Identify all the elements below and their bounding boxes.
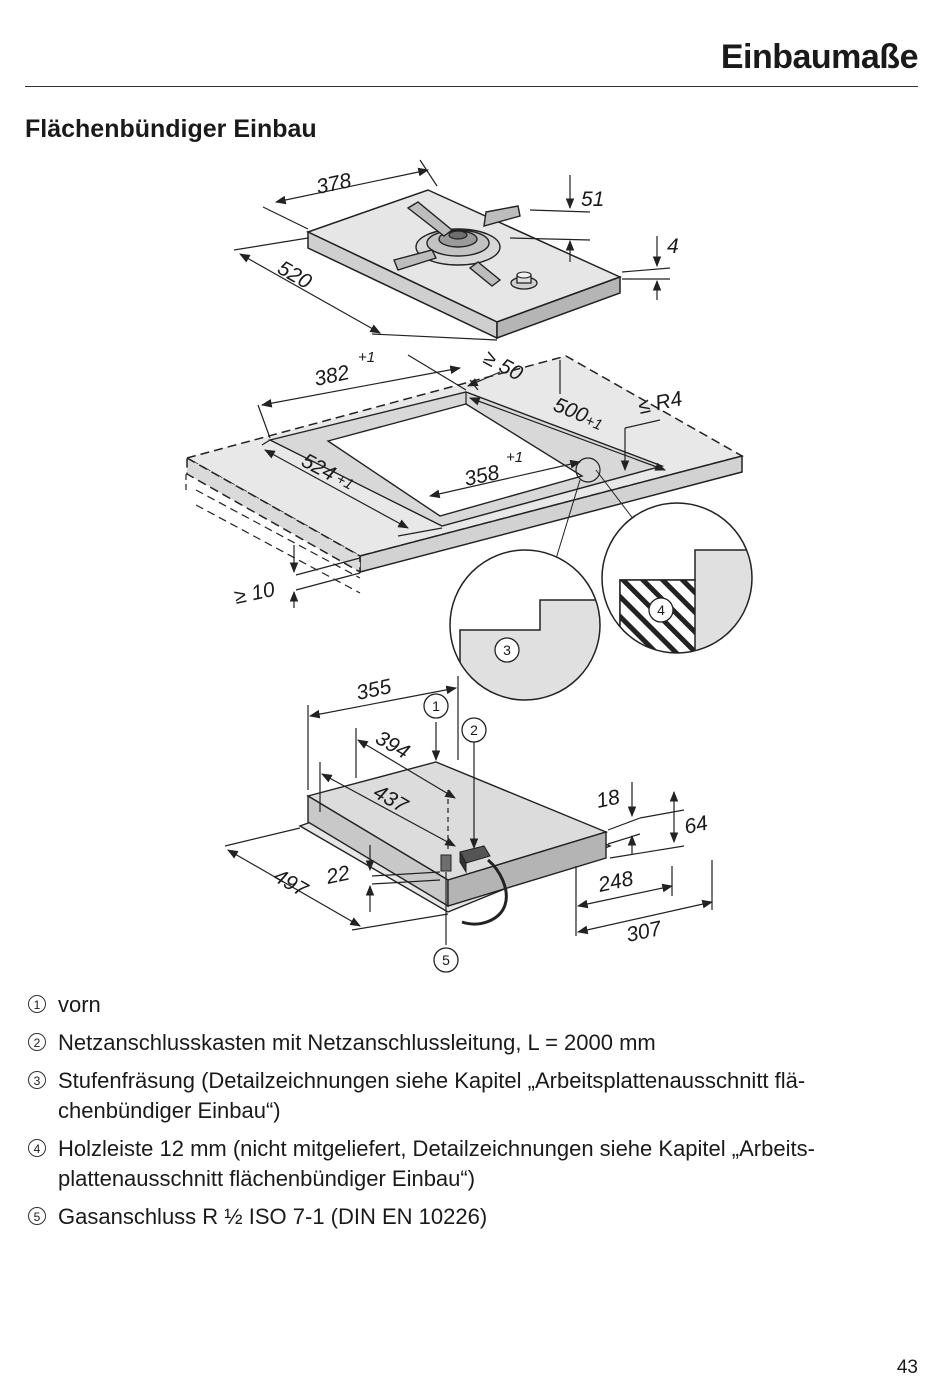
detail-wood-strip <box>601 502 753 654</box>
burner-icon <box>415 228 501 266</box>
legend-item: 4 Holzleiste 12 mm (nicht mitgeliefert, … <box>28 1134 908 1194</box>
legend-item: 3 Stufenfräsung (Detailzeichnungen siehe… <box>28 1066 908 1126</box>
detail-callout-circle <box>575 457 601 483</box>
dim-cutout-radius: ≤ R4 <box>636 387 684 419</box>
dim-housing-307: 307 <box>624 917 664 947</box>
hob-side-face <box>496 275 621 340</box>
dim-housing-248: 248 <box>595 867 635 897</box>
dim-edge-distance: ≥ 10 <box>232 578 277 609</box>
gas-connection-icon <box>440 854 452 872</box>
marker-4: 4 <box>648 597 674 623</box>
legend-number: 4 <box>28 1139 46 1157</box>
dim-housing-497: 497 <box>270 864 313 902</box>
housing-unit <box>298 761 612 926</box>
installation-drawing: 378 520 51 4 382 +1 ≥ 50 500 +1 <box>185 159 753 973</box>
dim-cutout-outer-width: 382 <box>312 361 351 391</box>
control-knob-icon <box>510 271 538 290</box>
pan-support-icon <box>393 201 521 287</box>
svg-text:1: 1 <box>432 698 440 714</box>
legend-text: Holzleiste 12 mm (nicht mitgeliefert, De… <box>58 1136 815 1191</box>
legend-list: 1 vorn 2 Netzanschlusskasten mit Netzans… <box>28 990 908 1240</box>
svg-text:5: 5 <box>442 952 450 968</box>
hob-unit <box>306 189 622 340</box>
page-header-title: Einbaumaße <box>720 38 919 76</box>
dim-hob-thickness: 4 <box>667 235 679 258</box>
legend-item: 2 Netzanschlusskasten mit Netzanschlussl… <box>28 1028 908 1058</box>
dim-housing-22: 22 <box>323 861 352 889</box>
legend-text: Gasanschluss R ½ ISO 7-1 (DIN EN 10226) <box>58 1204 488 1229</box>
dim-cutout-inner-tol: +1 <box>506 449 523 466</box>
dim-cutout-outer-tol: +1 <box>358 349 375 366</box>
legend-text: Netzanschlusskasten mit Netzanschlusslei… <box>58 1030 656 1055</box>
svg-text:2: 2 <box>470 722 478 738</box>
legend-number: 5 <box>28 1207 46 1225</box>
page-number: 43 <box>896 1357 918 1378</box>
marker-3: 3 <box>494 637 520 663</box>
header-rule <box>25 86 918 87</box>
dim-housing-394: 394 <box>372 726 414 763</box>
svg-text:4: 4 <box>657 602 665 618</box>
dim-housing-18: 18 <box>594 785 622 812</box>
dim-housing-64: 64 <box>682 812 710 839</box>
legend-number: 1 <box>28 995 46 1013</box>
detail-step-milling <box>449 549 601 701</box>
section-title: Flächenbündiger Einbau <box>25 115 317 143</box>
legend-text: Stufenfräsung (Detailzeichnungen siehe K… <box>58 1068 806 1123</box>
svg-text:3: 3 <box>503 642 511 658</box>
dim-cutout-depth-total-tol: +1 <box>583 412 605 434</box>
housing-dimensions <box>224 676 714 945</box>
legend-item: 1 vorn <box>28 990 908 1020</box>
dim-hob-height: 51 <box>581 188 604 211</box>
marker-2: 2 <box>461 717 487 743</box>
legend-number: 3 <box>28 1071 46 1089</box>
marker-1: 1 <box>423 693 449 719</box>
dim-cutout-outer-depth-tol: +1 <box>333 471 356 494</box>
marker-5: 5 <box>433 947 459 973</box>
dim-housing-355: 355 <box>354 675 393 705</box>
legend-item: 5 Gasanschluss R ½ ISO 7-1 (DIN EN 10226… <box>28 1202 908 1232</box>
hob-dimensions <box>233 159 671 341</box>
cutout-dimensions <box>185 354 667 608</box>
dim-hob-depth: 520 <box>274 256 316 294</box>
housing-side <box>447 831 607 907</box>
dim-hob-width: 378 <box>314 169 353 199</box>
legend-number: 2 <box>28 1033 46 1051</box>
legend-text: vorn <box>58 992 101 1017</box>
